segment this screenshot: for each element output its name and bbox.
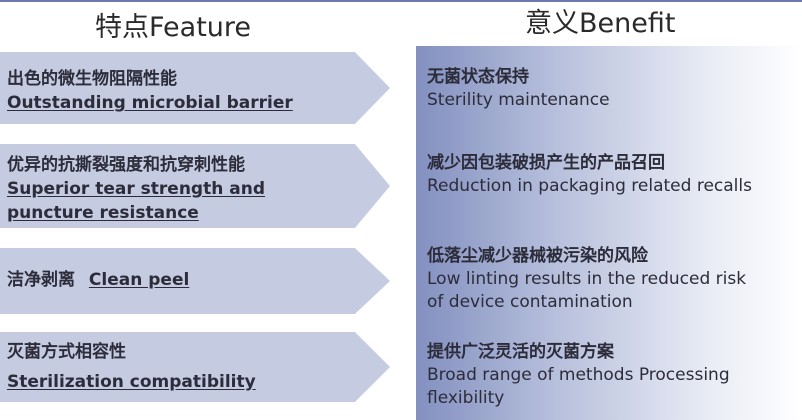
feature-item-microbial-barrier: 出色的微生物阻隔性能 Outstanding microbial barrier bbox=[7, 67, 293, 115]
benefit-item-linting: 低落尘减少器械被污染的风险 Low linting results in the… bbox=[427, 245, 746, 314]
feature-zh-label: 优异的抗撕裂强度和抗穿刺性能 bbox=[7, 155, 245, 175]
feature-zh-label: 出色的微生物阻隔性能 bbox=[7, 69, 177, 89]
feature-en-label-line1: Superior tear strength and bbox=[7, 179, 265, 199]
feature-arrow-1 bbox=[0, 52, 390, 124]
benefit-zh-label: 低落尘减少器械被污染的风险 bbox=[427, 246, 648, 266]
feature-item-sterilization: 灭菌方式相容性 Sterilization compatibility bbox=[7, 340, 256, 394]
benefit-en-label-line1: Broad range of methods Processing bbox=[427, 365, 730, 385]
benefit-item-flexibility: 提供广泛灵活的灭菌方案 Broad range of methods Proce… bbox=[427, 341, 730, 410]
benefit-column-header: 意义Benefit bbox=[525, 8, 676, 39]
benefit-zh-label: 无菌状态保持 bbox=[427, 67, 529, 87]
feature-zh-label: 洁净剥离 bbox=[7, 270, 75, 290]
benefit-gradient-panel bbox=[416, 46, 802, 420]
benefit-en-label: Sterility maintenance bbox=[427, 90, 610, 110]
benefit-item-sterility: 无菌状态保持 Sterility maintenance bbox=[427, 66, 610, 112]
feature-item-tear-strength: 优异的抗撕裂强度和抗穿刺性能 Superior tear strength an… bbox=[7, 153, 265, 225]
benefit-en-label-line2: of device contamination bbox=[427, 292, 633, 312]
benefit-en-label-line1: Low linting results in the reduced risk bbox=[427, 269, 747, 289]
feature-arrow-3 bbox=[0, 248, 390, 314]
feature-arrow-2 bbox=[0, 144, 390, 228]
feature-en-label: Outstanding microbial barrier bbox=[7, 93, 293, 113]
feature-en-label: Clean peel bbox=[88, 270, 190, 290]
feature-zh-label: 灭菌方式相容性 bbox=[7, 342, 126, 362]
benefit-en-label-line2: flexibility bbox=[427, 388, 505, 408]
benefit-en-label: Reduction in packaging related recalls bbox=[427, 176, 752, 196]
benefit-item-recalls: 减少因包装破损产生的产品召回 Reduction in packaging re… bbox=[427, 152, 752, 198]
feature-en-label-line2: puncture resistance bbox=[7, 203, 199, 223]
feature-en-label: Sterilization compatibility bbox=[7, 372, 256, 392]
feature-arrow-4 bbox=[0, 332, 390, 402]
feature-item-clean-peel: 洁净剥离 Clean peel bbox=[7, 268, 189, 292]
benefit-zh-label: 减少因包装破损产生的产品召回 bbox=[427, 153, 665, 173]
top-border-line bbox=[0, 0, 802, 2]
feature-column-header: 特点Feature bbox=[95, 12, 252, 43]
benefit-zh-label: 提供广泛灵活的灭菌方案 bbox=[427, 342, 614, 362]
